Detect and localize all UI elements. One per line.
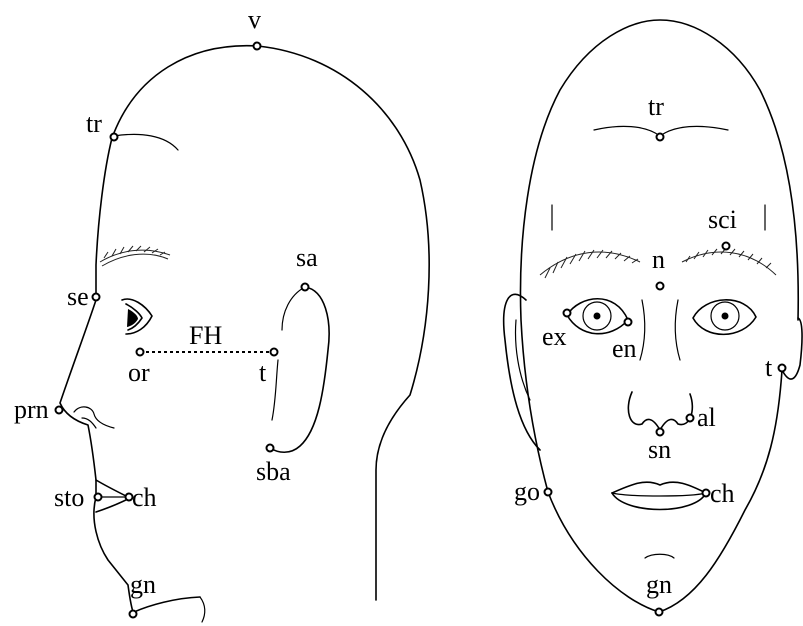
- profile-view: v tr se or FH t sa sba prn sto ch gn: [14, 5, 429, 622]
- profile-point-sa: [302, 284, 309, 291]
- profile-point-sto: [95, 494, 102, 501]
- profile-label-se: se: [67, 282, 89, 311]
- profile-label-ch: ch: [132, 483, 157, 512]
- profile-lower-lip: [96, 499, 128, 512]
- frontal-view: tr sci n ex en t al sn go ch gn: [504, 20, 802, 616]
- profile-point-se: [93, 294, 100, 301]
- profile-point-t: [271, 349, 278, 356]
- frontal-point-ch: [703, 490, 710, 497]
- profile-forehead-line: [114, 134, 178, 150]
- frontal-left-eyebrow: [540, 250, 640, 278]
- frontal-label-go: go: [514, 477, 540, 506]
- frontal-label-en: en: [612, 334, 637, 363]
- frontal-upper-lip: [612, 482, 706, 493]
- profile-eye: [122, 299, 152, 334]
- frontal-label-n: n: [652, 245, 665, 274]
- frontal-right-eyebrow: [682, 248, 776, 275]
- frontal-lip-seam: [612, 493, 706, 496]
- frontal-point-t: [779, 365, 786, 372]
- profile-label-sa: sa: [296, 243, 318, 272]
- frontal-point-ex: [564, 310, 571, 317]
- profile-point-or: [137, 349, 144, 356]
- profile-ear: [270, 287, 329, 452]
- profile-eyebrow: [100, 246, 170, 266]
- frontal-chin-mark: [645, 554, 674, 558]
- frontal-point-sci: [723, 243, 730, 250]
- profile-head-outline: [60, 46, 429, 615]
- frontal-point-n: [657, 283, 664, 290]
- frontal-label-al: al: [697, 403, 716, 432]
- frontal-right-eye: [693, 300, 756, 335]
- frontal-nose-base: [628, 392, 692, 430]
- profile-label-sto: sto: [54, 483, 84, 512]
- profile-label-t: t: [259, 358, 267, 387]
- profile-point-v: [254, 43, 261, 50]
- frontal-left-ear: [504, 294, 540, 450]
- profile-label-fh: FH: [189, 321, 222, 350]
- frontal-label-gn: gn: [646, 570, 672, 599]
- frontal-nose-right-line: [675, 300, 680, 360]
- frontal-point-al: [687, 415, 694, 422]
- profile-point-prn: [56, 407, 63, 414]
- profile-chin-curve: [200, 597, 205, 622]
- profile-ear-inner-2: [272, 360, 278, 420]
- frontal-point-go: [545, 489, 552, 496]
- profile-ear-inner: [282, 287, 305, 330]
- profile-point-gn: [130, 611, 137, 618]
- profile-label-tr: tr: [86, 109, 102, 138]
- profile-label-prn: prn: [14, 395, 49, 424]
- frontal-point-gn: [656, 609, 663, 616]
- frontal-left-eye: [567, 299, 628, 334]
- profile-point-tr: [111, 134, 118, 141]
- profile-label-or: or: [128, 358, 150, 387]
- frontal-point-en: [625, 319, 632, 326]
- frontal-label-tr: tr: [648, 92, 664, 121]
- frontal-point-tr: [657, 134, 664, 141]
- profile-label-v: v: [248, 5, 261, 34]
- profile-point-sba: [267, 445, 274, 452]
- profile-label-sba: sba: [256, 457, 291, 486]
- frontal-nose-left-line: [640, 300, 645, 360]
- frontal-label-sn: sn: [648, 435, 671, 464]
- profile-label-gn: gn: [130, 570, 156, 599]
- frontal-label-ex: ex: [542, 322, 567, 351]
- frontal-label-ch: ch: [710, 479, 735, 508]
- frontal-label-t: t: [765, 353, 773, 382]
- profile-chin-line: [134, 597, 200, 612]
- frontal-label-sci: sci: [708, 205, 737, 234]
